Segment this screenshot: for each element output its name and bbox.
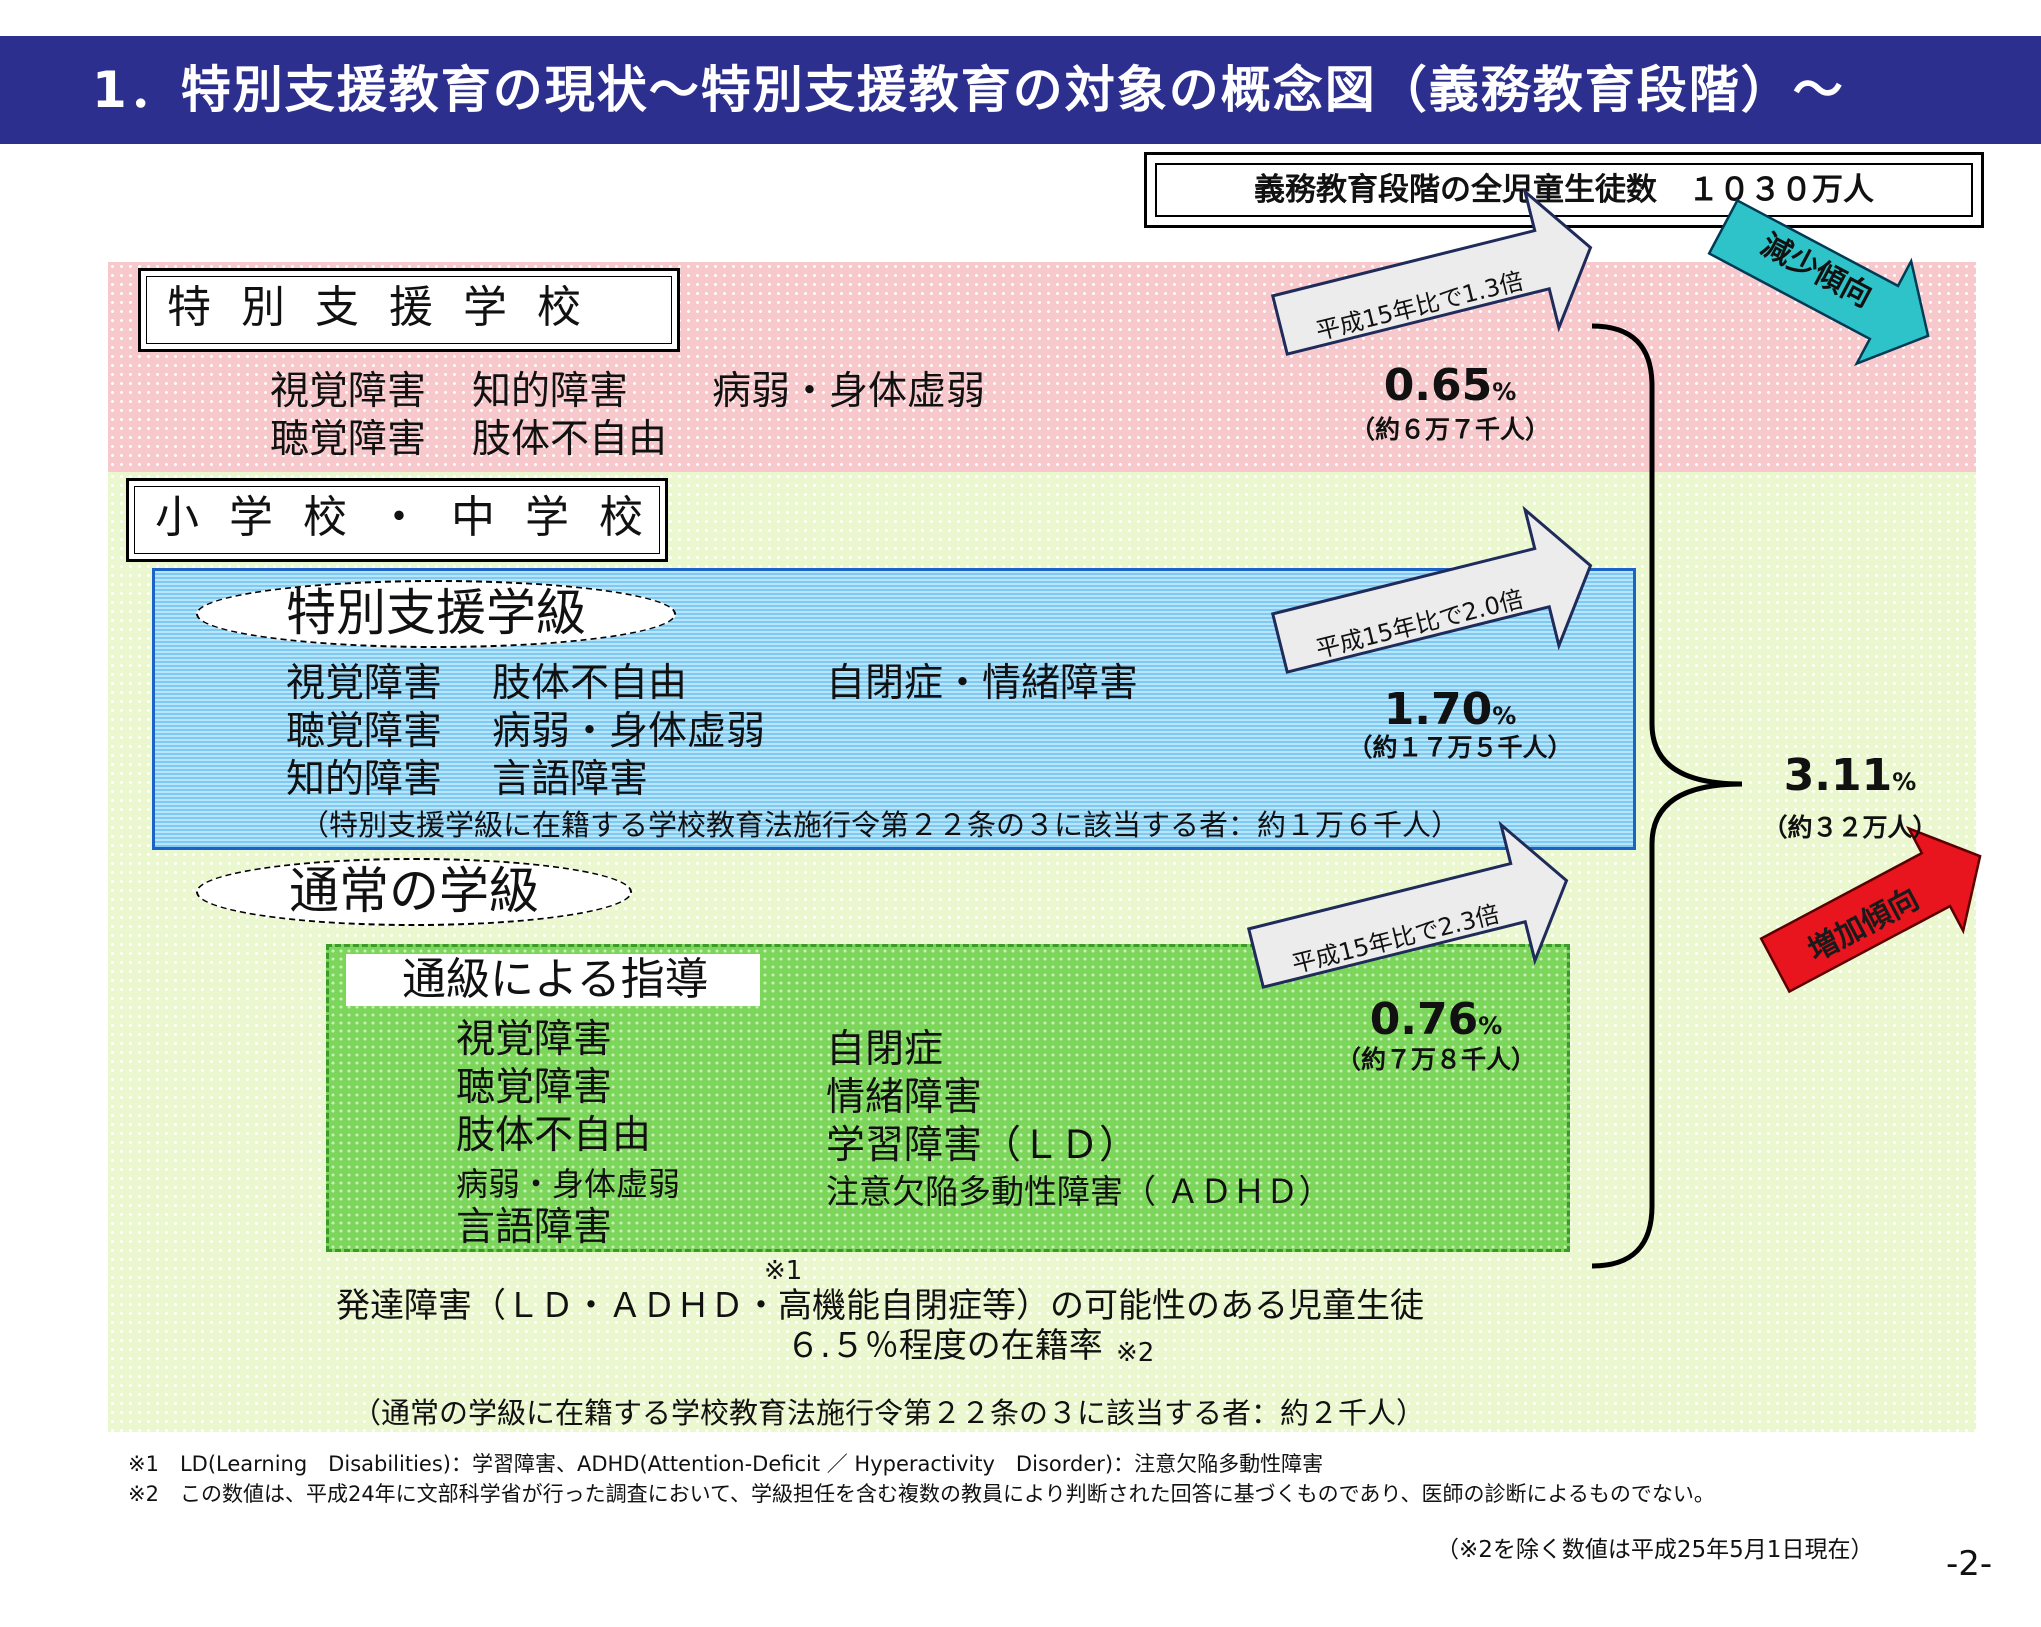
arrow-special-school bbox=[1270, 187, 1593, 356]
special-class-pct: 1.70% bbox=[1383, 684, 1517, 735]
special-class-disability: 聴覚障害 bbox=[286, 709, 443, 754]
tsukyu-count: （約７万８千人） bbox=[1335, 1045, 1536, 1074]
special-class-disability: 自閉症・情緒障害 bbox=[826, 661, 1139, 706]
tsukyu-disability: 聴覚障害 bbox=[456, 1065, 613, 1110]
tsukyu-disability: 病弱・身体虚弱 bbox=[456, 1165, 681, 1203]
special-class-count: （約１７万５千人） bbox=[1347, 733, 1573, 762]
total-count: （約３２万人） bbox=[1762, 813, 1938, 842]
special-school-disability: 知的障害 bbox=[472, 369, 629, 414]
total-students-box: 義務教育段階の全児童生徒数 １０３０万人 bbox=[1144, 152, 1984, 228]
special-class-disability: 病弱・身体虚弱 bbox=[492, 709, 766, 754]
regular-class-label: 通常の学級 bbox=[196, 858, 632, 926]
tsukyu-disability: 視覚障害 bbox=[456, 1017, 613, 1062]
page-title: 1．特別支援教育の現状～特別支援教育の対象の概念図（義務教育段階）～ bbox=[0, 36, 2041, 144]
total-students-label: 義務教育段階の全児童生徒数 １０３０万人 bbox=[1155, 163, 1973, 217]
special-school-disability: 視覚障害 bbox=[270, 369, 427, 414]
tsukyu-disability: 注意欠陥多動性障害（ ＡＤＨＤ） bbox=[826, 1172, 1332, 1211]
increase-trend-arrow bbox=[1759, 826, 1982, 994]
dev-disorder-line1: 発達障害（ＬＤ・ＡＤＨＤ・高機能自閉症等）の可能性のある児童生徒 bbox=[336, 1286, 1424, 1326]
ref-mark-2: ※2 bbox=[1116, 1338, 1155, 1368]
special-school-count: （約６万７千人） bbox=[1349, 415, 1550, 444]
total-bracket bbox=[1591, 323, 1743, 1269]
tsukyu-disability: 情緒障害 bbox=[826, 1075, 983, 1120]
special-class-label: 特別支援学級 bbox=[196, 580, 676, 648]
special-school-disability: 病弱・身体虚弱 bbox=[712, 369, 986, 414]
special-class-disability: 言語障害 bbox=[492, 757, 649, 802]
special-school-pct: 0.65% bbox=[1383, 360, 1517, 411]
special-class-note: （特別支援学級に在籍する学校教育法施行令第２２条の３に該当する者：約１万６千人） bbox=[300, 808, 1461, 842]
elem-middle-label: 小学校・中学校 bbox=[134, 486, 660, 554]
tsukyu-disability: 自閉症 bbox=[826, 1027, 944, 1072]
special-class-disability: 肢体不自由 bbox=[492, 661, 688, 706]
tsukyu-disability: 言語障害 bbox=[456, 1205, 613, 1250]
elem-middle-label-box: 小学校・中学校 bbox=[126, 478, 668, 562]
total-pct: 3.11% bbox=[1783, 750, 1917, 801]
special-school-disability: 肢体不自由 bbox=[472, 417, 668, 462]
tsukyu-pct: 0.76% bbox=[1369, 994, 1503, 1045]
special-school-label: 特別支援学校 bbox=[146, 276, 672, 344]
footnote: ※1 LD(Learning Disabilities)：学習障害、ADHD(A… bbox=[128, 1452, 1324, 1476]
special-school-label-box: 特別支援学校 bbox=[138, 268, 680, 352]
tsukyu-disability: 学習障害（ＬＤ） bbox=[826, 1123, 1139, 1168]
date-note: （※2を除く数値は平成25年5月1日現在） bbox=[1436, 1537, 1874, 1563]
arrow-special-class bbox=[1270, 505, 1593, 674]
special-class-disability: 視覚障害 bbox=[286, 661, 443, 706]
tsukyu-label: 通級による指導 bbox=[346, 954, 760, 1006]
ref-mark-1: ※1 bbox=[764, 1256, 803, 1286]
dev-disorder-line2: ６.５％程度の在籍率 bbox=[786, 1326, 1103, 1366]
page-number: -2- bbox=[1946, 1544, 1993, 1584]
tsukyu-disability: 肢体不自由 bbox=[456, 1113, 652, 1158]
arrow-tsukyu bbox=[1246, 820, 1569, 989]
regular-class-note: （通常の学級に在籍する学校教育法施行令第２２条の３に該当する者：約２千人） bbox=[352, 1396, 1426, 1430]
special-school-disability: 聴覚障害 bbox=[270, 417, 427, 462]
footnote: ※2 この数値は、平成24年に文部科学省が行った調査において、学級担任を含む複数… bbox=[128, 1482, 1715, 1506]
decrease-trend-arrow bbox=[1707, 198, 1930, 366]
special-class-disability: 知的障害 bbox=[286, 757, 443, 802]
